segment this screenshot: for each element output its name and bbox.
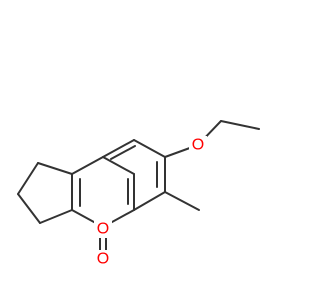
bond-ethyl — [220, 120, 260, 130]
bond-pyr-1 — [71, 156, 104, 175]
molecule-drawing: O O O — [17, 120, 260, 268]
ether-oxygen-mask — [189, 136, 207, 154]
bond-benz-4 — [133, 191, 166, 211]
carbonyl-oxygen-label: O — [97, 251, 109, 268]
bond-benz-2 — [133, 139, 166, 158]
bond-cp-4 — [39, 209, 73, 224]
bond-cp-1 — [37, 162, 73, 175]
ring-oxygen-label: O — [97, 221, 109, 238]
bond-benz-1-inner — [110, 145, 136, 160]
carbonyl-oxygen-mask — [94, 250, 112, 268]
bond-cp-2 — [17, 162, 39, 195]
bond-benz-1 — [102, 139, 135, 158]
structure-diagram: O O O — [17, 120, 260, 268]
bond-cp-3 — [17, 193, 41, 224]
bond-methyl — [164, 191, 200, 211]
ring-oxygen-mask — [94, 220, 112, 238]
ether-oxygen-label: O — [192, 137, 204, 154]
bond-pyr-2 — [102, 156, 135, 175]
